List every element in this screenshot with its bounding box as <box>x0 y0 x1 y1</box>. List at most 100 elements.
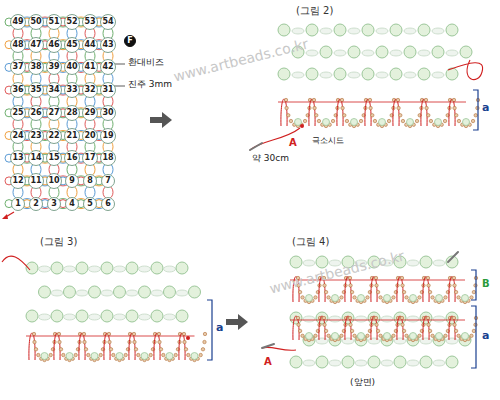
pearl <box>316 312 328 324</box>
thread <box>290 320 465 321</box>
seed-bead <box>371 114 374 117</box>
seed-bead <box>324 290 327 293</box>
seed-bead <box>296 316 299 319</box>
bead-number: 17 <box>84 154 95 162</box>
ring-bead <box>303 316 315 322</box>
seed-bead <box>315 114 318 117</box>
seed-bead <box>402 290 405 293</box>
ring-bead <box>376 28 388 34</box>
dimension-bracket <box>207 300 212 360</box>
pearl-bead: 17 <box>82 150 98 166</box>
caption-note: (앞면) <box>350 378 375 388</box>
thread <box>281 99 287 126</box>
seed-bead <box>34 348 37 351</box>
pearl <box>191 353 198 360</box>
seed-bead <box>366 334 369 337</box>
pearl <box>390 24 402 36</box>
ring-bead <box>432 72 444 78</box>
seed-bead <box>453 323 456 326</box>
ring-bead <box>368 338 380 344</box>
pearl-bead: 33 <box>64 82 80 98</box>
bead-number: 47 <box>30 41 41 49</box>
seed-bead <box>134 348 137 351</box>
pearl-bead: 28 <box>64 105 80 121</box>
pearl-bead: 25 <box>10 105 26 121</box>
bead-number: 50 <box>30 18 41 26</box>
pearl <box>446 312 458 324</box>
pearl <box>320 46 332 58</box>
thread <box>337 99 343 126</box>
seed-bead <box>452 316 455 319</box>
pearl-bead: 2 <box>29 197 43 211</box>
seed-bead <box>348 316 351 319</box>
bead-number: 34 <box>48 86 59 94</box>
ring-bead <box>164 314 176 320</box>
seed-bead <box>374 276 377 279</box>
pearl <box>89 286 101 298</box>
part-name: 진주 3mm <box>128 80 172 90</box>
dimension-label: a <box>482 102 489 114</box>
pearl <box>141 353 148 360</box>
dimension: 약 30cm <box>252 154 289 164</box>
seed-bead <box>327 334 330 337</box>
seed-bead <box>428 329 431 332</box>
pearl <box>368 356 380 368</box>
ring-bead <box>76 290 88 296</box>
pearl-bead: 49 <box>10 14 26 30</box>
watermark: www.artbeads.co.kr <box>268 249 406 297</box>
ring-bead <box>114 314 126 320</box>
bead-number: 6 <box>105 200 111 208</box>
pearl <box>418 68 430 80</box>
seed-bead <box>107 332 110 335</box>
pearl-bead: 7 <box>101 174 115 188</box>
seed-bead <box>199 353 202 356</box>
pearl <box>418 24 430 36</box>
pearl <box>407 119 414 126</box>
pearl-bead: 37 <box>10 59 26 75</box>
seed-bead <box>415 119 418 122</box>
seed-bead <box>457 334 460 337</box>
thread <box>250 128 300 150</box>
figure-title: (그림 4) <box>292 236 329 247</box>
figure-title: (그림 2) <box>296 5 333 16</box>
seed-bead <box>375 284 378 287</box>
pearl <box>348 46 360 58</box>
bead-number: 25 <box>12 109 23 117</box>
seed-bead <box>343 114 346 117</box>
pearl <box>334 24 346 36</box>
seed-bead <box>376 329 379 332</box>
seed-bead <box>429 119 432 122</box>
ring-bead <box>390 50 402 56</box>
seed-bead <box>353 334 356 337</box>
ring-bead <box>51 290 63 296</box>
pearl <box>460 46 472 58</box>
pearl <box>420 356 432 368</box>
seed-bead <box>472 290 475 293</box>
thread <box>179 333 185 360</box>
seed-bead <box>327 296 330 299</box>
seed-bead <box>124 353 127 356</box>
thread <box>393 99 399 126</box>
seed-bead <box>297 323 300 326</box>
pearl-bead: 27 <box>46 105 62 121</box>
seed-bead <box>99 353 102 356</box>
bead-number: 35 <box>30 86 41 94</box>
seed-bead <box>289 119 292 122</box>
seed-bead <box>137 353 140 356</box>
seed-bead <box>405 334 408 337</box>
seed-bead <box>57 332 60 335</box>
pearl <box>189 286 201 298</box>
bead-number: 37 <box>12 63 23 71</box>
ring-bead <box>407 260 419 266</box>
bead-number: 18 <box>102 154 113 162</box>
part-name: 극소시드 <box>312 137 344 146</box>
seed-bead <box>366 296 369 299</box>
pearl <box>126 310 138 322</box>
ring-bead <box>114 266 126 272</box>
seed-bead <box>350 329 353 332</box>
pearl-bead: 36 <box>10 82 26 98</box>
pearl-bead: 45 <box>64 37 80 53</box>
thread <box>309 99 315 126</box>
pearl <box>446 24 458 36</box>
ring-bead <box>164 266 176 272</box>
